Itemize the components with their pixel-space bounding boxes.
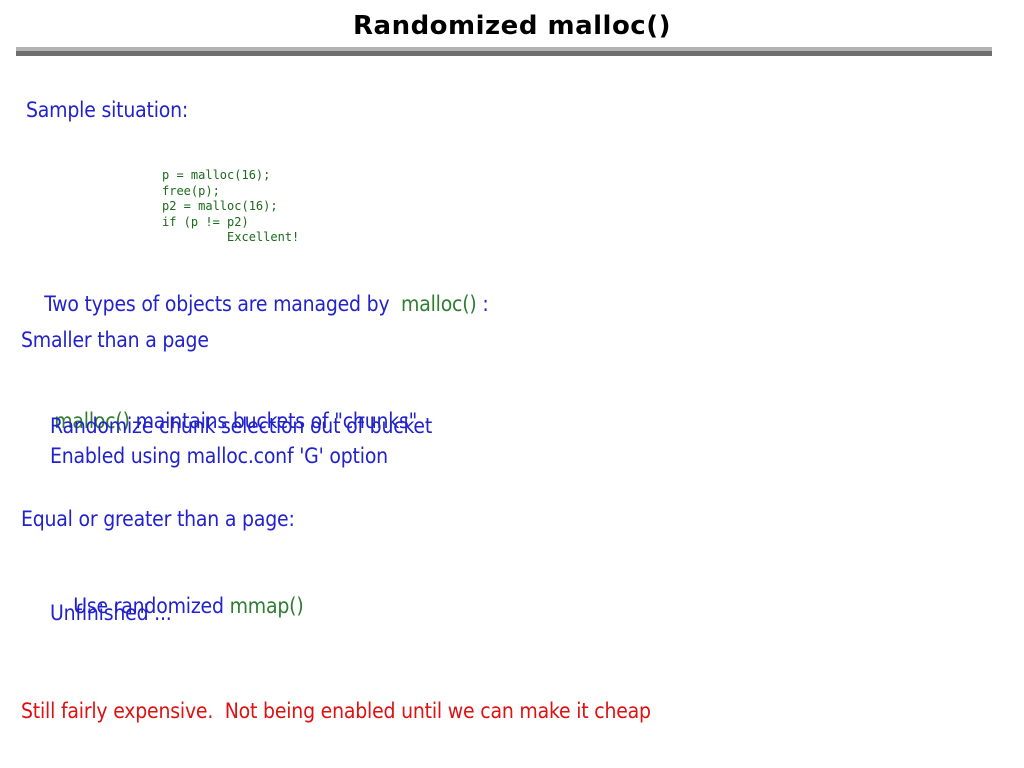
equal-or-greater-heading: Equal or greater than a page: (21, 507, 295, 531)
randomize-chunk-line: Randomize chunk selection out of bucket (50, 414, 433, 438)
footer-note: Still fairly expensive. Not being enable… (21, 699, 651, 723)
use-randomized-line: Use randomized mmap() (50, 572, 304, 641)
use-randomized-prefix: Use randomized (73, 594, 230, 619)
two-types-prefix: Two types of objects are managed by (44, 292, 402, 317)
title-divider (16, 47, 992, 56)
title-divider-shadow (16, 51, 992, 56)
maintains-malloc-call: malloc() (54, 409, 130, 434)
maintains-buckets-line: malloc() maintains buckets of "chunks" (31, 387, 417, 456)
use-randomized-mmap-call: mmap() (229, 594, 304, 619)
two-types-malloc-call: malloc() (401, 292, 477, 317)
enabled-mallocconf-line: Enabled using malloc.conf 'G' option (50, 444, 388, 468)
code-sample-block: p = malloc(16); free(p); p2 = malloc(16)… (162, 168, 300, 244)
sample-situation-heading: Sample situation: (26, 98, 189, 122)
maintains-buckets-text: maintains buckets of "chunks" (129, 409, 418, 434)
smaller-than-page-heading: Smaller than a page (21, 328, 209, 352)
two-types-suffix: : (476, 292, 489, 317)
page-title: Randomized malloc() (353, 11, 671, 41)
unfinished-line: Unfinished ... (50, 601, 172, 625)
two-types-line: Two types of objects are managed by mall… (21, 270, 489, 339)
title-divider-highlight (16, 47, 992, 51)
